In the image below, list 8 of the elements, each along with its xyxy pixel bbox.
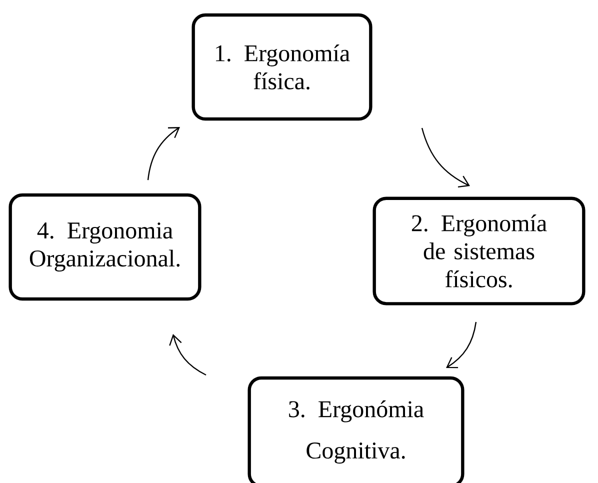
arrow <box>446 322 477 368</box>
arrow <box>421 128 470 188</box>
process-box: 1. Ergonomía física. <box>192 13 372 121</box>
process-box: 4. Ergonomia Organizacional. <box>8 193 202 301</box>
process-box: 2. Ergonomía de sistemas físicos. <box>372 196 586 306</box>
arrow <box>169 334 206 376</box>
arrow <box>147 127 180 180</box>
process-box: 3. Ergonómia Cognitiva. <box>248 376 464 483</box>
